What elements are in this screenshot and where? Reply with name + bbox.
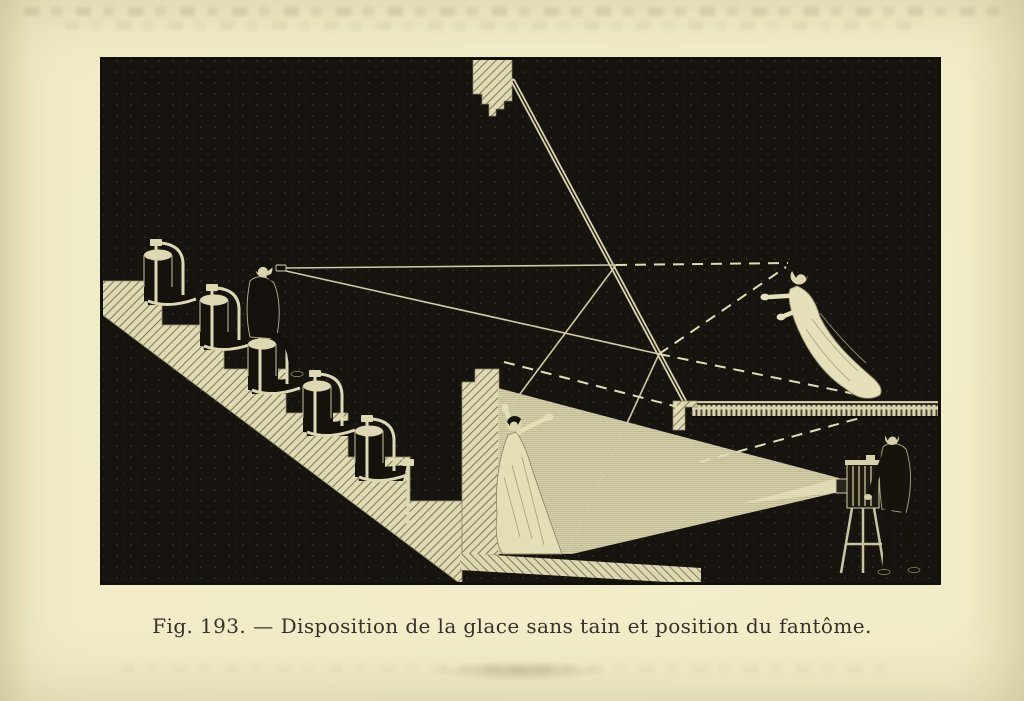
inclined-glass-sheet	[510, 78, 689, 407]
page-bleed-through-bottom	[120, 664, 900, 673]
page-bleed-through-top	[24, 7, 1002, 30]
figure-caption: Fig. 193.—Disposition de la glace sans t…	[0, 614, 1024, 638]
virtual-ray-under-stage	[699, 417, 861, 463]
lantern-operator	[864, 430, 921, 575]
spectator-with-opera-glasses	[246, 259, 304, 377]
ghost-figure	[760, 266, 882, 399]
virtual-ray-pit	[503, 361, 683, 409]
ceiling-mount	[472, 57, 513, 117]
engraving-plate	[100, 57, 941, 585]
virtual-ray-head	[615, 262, 789, 266]
opera-glasses	[275, 264, 287, 272]
figure-label: Fig. 193.	[152, 614, 247, 638]
actor-ray-upper	[507, 264, 617, 411]
virtual-ray-foot	[658, 353, 856, 395]
figure-caption-text: Disposition de la glace sans tain et pos…	[280, 614, 872, 638]
light-cone	[498, 388, 839, 554]
hidden-actor	[495, 403, 563, 555]
sight-lines	[285, 264, 660, 552]
sight-line-lower	[285, 270, 660, 355]
pit-floor	[460, 553, 701, 584]
virtual-ray-cross	[658, 266, 787, 355]
virtual-image-rays	[503, 262, 861, 463]
actor-ray-lower	[567, 353, 660, 552]
pit-wall	[461, 368, 500, 556]
page-smudge	[430, 660, 610, 682]
sight-line-upper	[285, 264, 617, 269]
figure-separator: —	[253, 614, 274, 638]
